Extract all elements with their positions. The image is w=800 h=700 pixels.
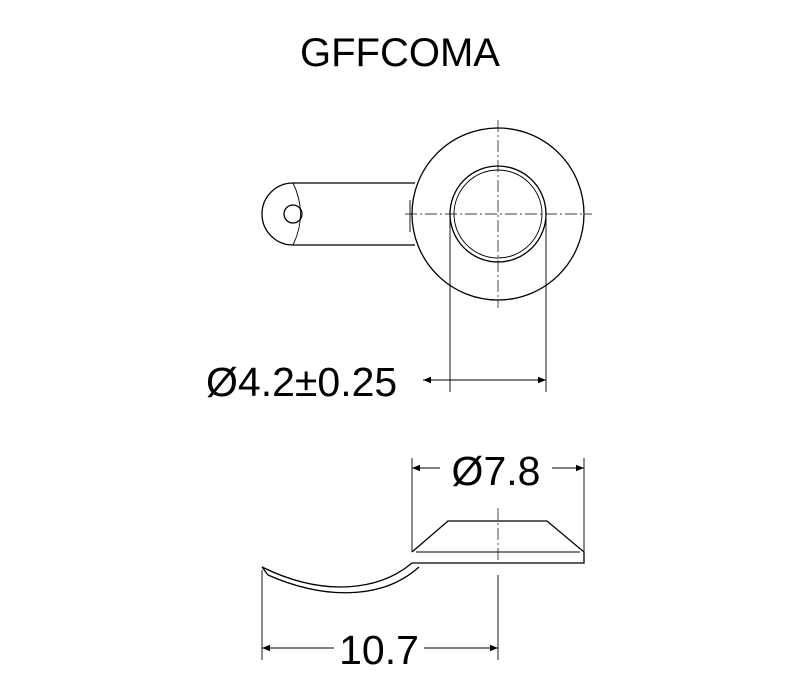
tab-bend-line: [292, 182, 301, 246]
curved-tab: [261, 562, 413, 588]
hole-diameter-label: Ø4.2±0.25: [206, 359, 397, 405]
overall-length-label: 10.7: [339, 627, 419, 673]
od-label-mask: [440, 448, 552, 488]
curved-tab-lower: [267, 566, 420, 594]
length-label-mask: [334, 628, 424, 668]
side-view: Ø7.8 10.7: [261, 448, 585, 673]
part-title: GFFCOMA: [300, 31, 500, 75]
ring-profile: [411, 520, 585, 564]
tab-hole: [283, 204, 303, 224]
outer-diameter-label: Ø7.8: [452, 448, 541, 494]
tab-outline: [261, 182, 294, 246]
tab-tip: [261, 566, 269, 576]
top-view: Ø4.2±0.25: [206, 120, 592, 405]
ring-outer: [411, 127, 585, 301]
